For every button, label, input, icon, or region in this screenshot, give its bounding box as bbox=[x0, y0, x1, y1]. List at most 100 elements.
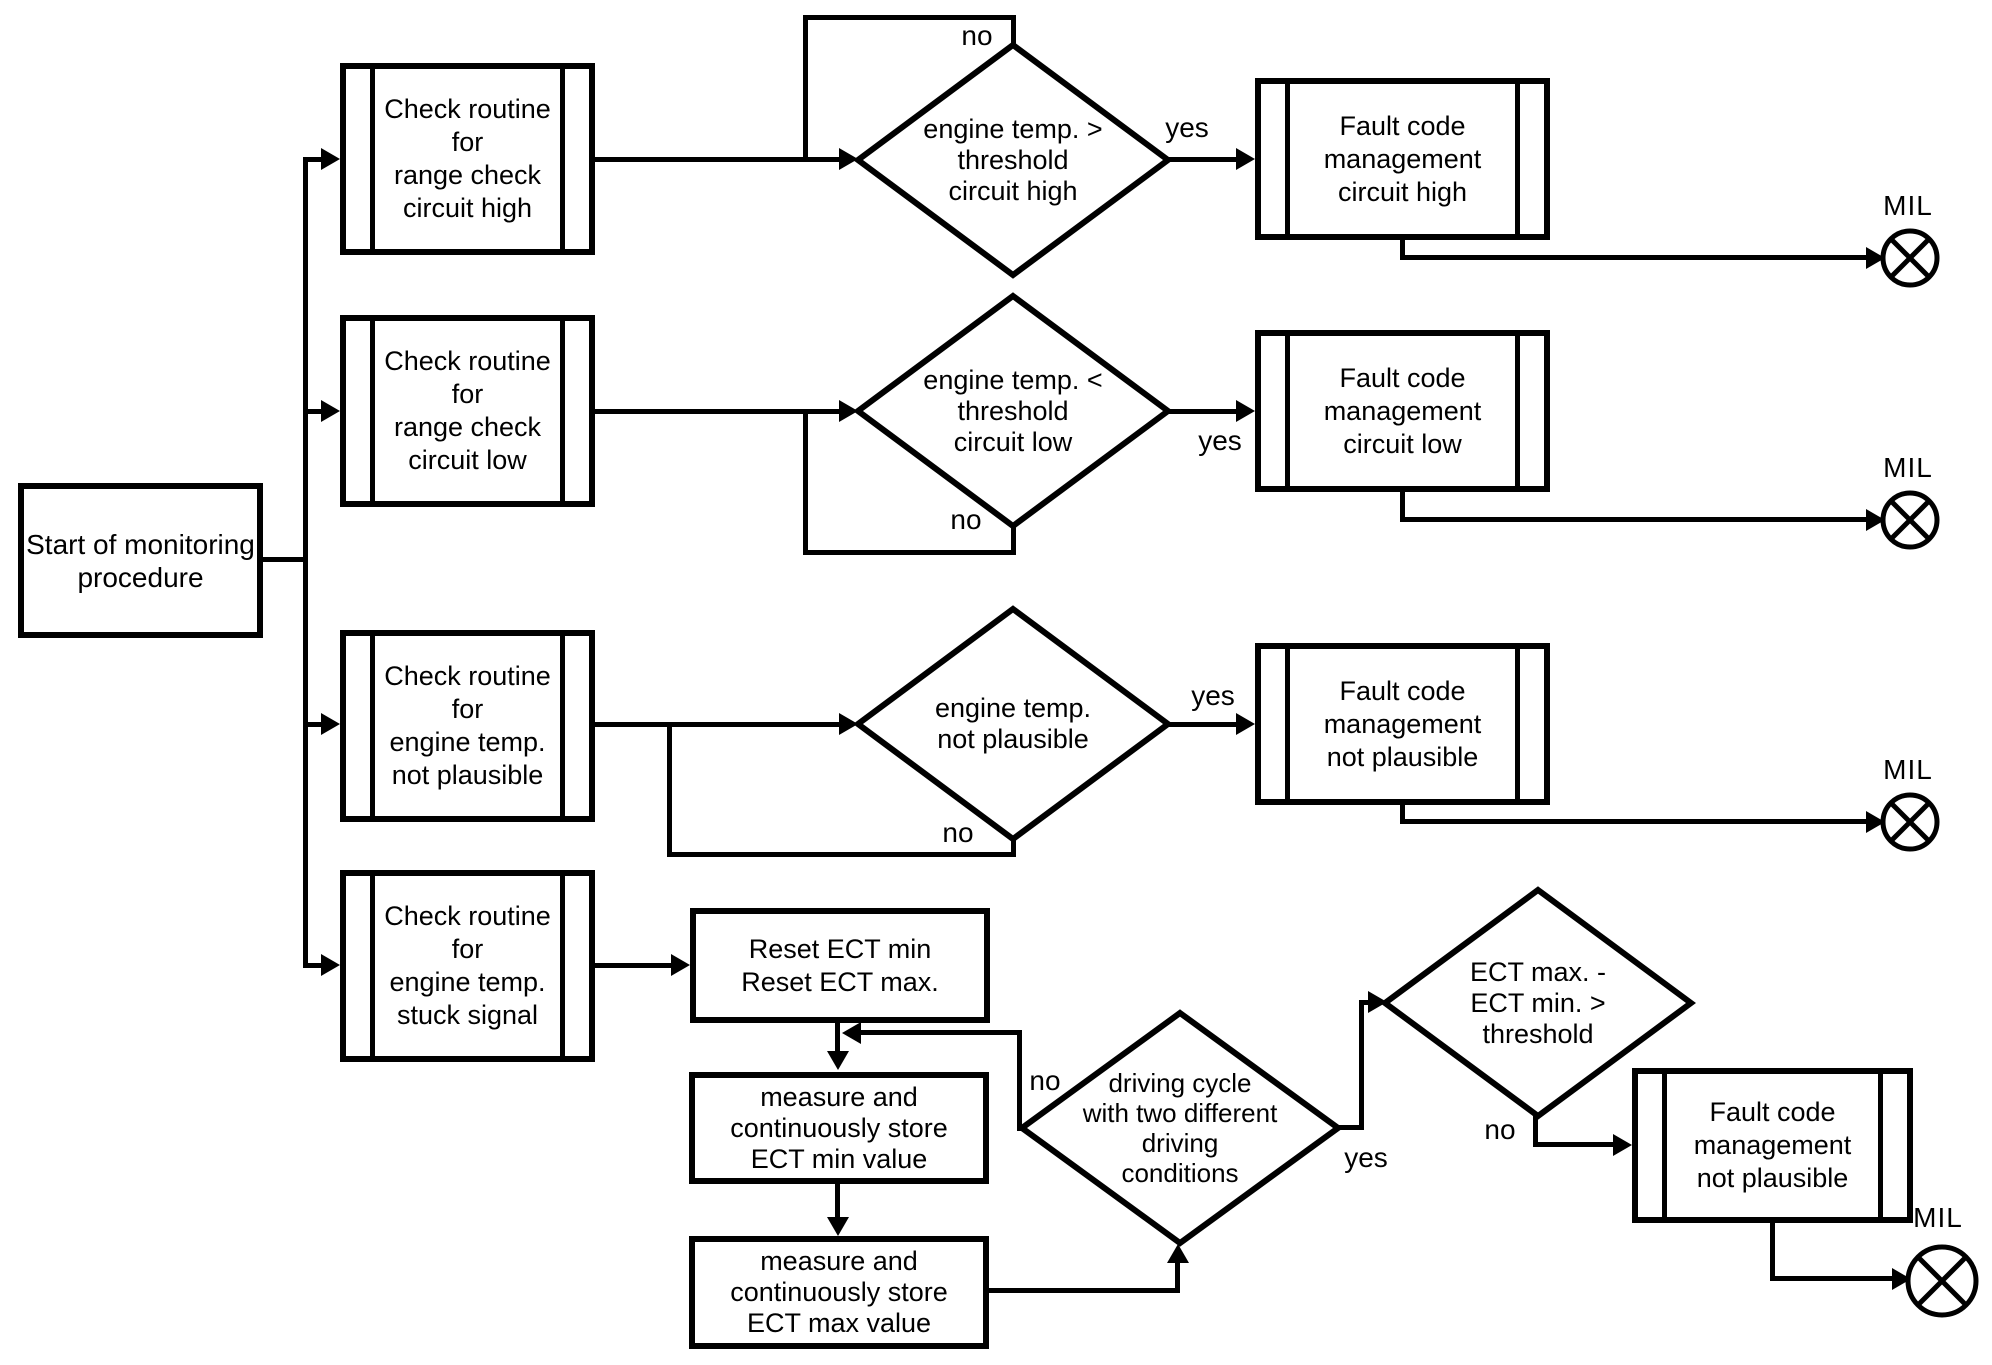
node-label: management bbox=[1323, 143, 1482, 174]
predefined-process-bar bbox=[1285, 336, 1290, 486]
flow-line-no-loop bbox=[803, 409, 808, 555]
fault-code-stuck-not-plausible: Fault code management not plausible bbox=[1632, 1068, 1913, 1223]
node-label: continuously store bbox=[730, 1112, 948, 1143]
node-label: Check routine bbox=[384, 901, 551, 931]
predefined-process-bar bbox=[560, 321, 565, 501]
node-label: Check routine bbox=[384, 346, 551, 376]
node-label: engine temp. bbox=[389, 727, 546, 757]
predefined-process-bar bbox=[1515, 84, 1520, 234]
predefined-process-bar bbox=[560, 69, 565, 249]
decision-diamond-ect-threshold bbox=[1380, 886, 1696, 1120]
flow-line-no-loop bbox=[667, 722, 672, 857]
flow-line-no-return bbox=[861, 1030, 1022, 1035]
flow-line bbox=[989, 1288, 1180, 1293]
flow-line bbox=[1168, 409, 1239, 414]
check-routine-stuck-signal: Check routine for engine temp. stuck sig… bbox=[340, 870, 595, 1062]
node-label: for bbox=[451, 127, 484, 157]
flow-line bbox=[1400, 255, 1869, 260]
node-label: not plausible bbox=[1696, 1163, 1849, 1193]
predefined-process-bar bbox=[1662, 1074, 1667, 1217]
node-label: not plausible bbox=[1326, 741, 1479, 772]
check-routine-circuit-low: Check routine for range check circuit lo… bbox=[340, 315, 595, 507]
mil-label: MIL bbox=[1883, 190, 1933, 221]
flow-line-no-loop bbox=[803, 550, 1016, 555]
flow-line bbox=[1770, 1223, 1775, 1281]
flow-line-no-loop bbox=[803, 15, 808, 162]
node-label: ECT min value bbox=[750, 1143, 928, 1174]
mil-indicator-icon bbox=[1880, 792, 1940, 852]
flow-line bbox=[835, 1184, 840, 1218]
node-label: circuit low bbox=[408, 445, 527, 475]
branch-label-yes: yes bbox=[1344, 1142, 1388, 1173]
node-label: range check bbox=[393, 412, 542, 442]
arrow-head bbox=[1236, 713, 1255, 735]
flow-line bbox=[303, 963, 325, 968]
node-label: engine temp. bbox=[389, 967, 546, 997]
node-label: management bbox=[1323, 395, 1482, 426]
measure-ect-max-node: measure and continuously store ECT max v… bbox=[689, 1236, 989, 1349]
flow-line bbox=[595, 157, 841, 162]
flow-line bbox=[1400, 805, 1405, 824]
mil-indicator-icon bbox=[1905, 1244, 1979, 1318]
node-label: for bbox=[451, 934, 484, 964]
mil-label: MIL bbox=[1883, 452, 1933, 483]
node-label: measure and bbox=[760, 1081, 918, 1112]
node-label: range check bbox=[393, 160, 542, 190]
node-label: circuit low bbox=[1343, 428, 1462, 459]
flow-line bbox=[835, 1023, 840, 1052]
node-label: management bbox=[1323, 708, 1482, 739]
predefined-process-bar bbox=[370, 321, 375, 501]
node-label: Reset ECT min bbox=[748, 933, 932, 964]
predefined-process-bar bbox=[1515, 649, 1520, 799]
node-label: management bbox=[1693, 1130, 1852, 1160]
node-label: Fault code bbox=[1709, 1097, 1836, 1127]
arrow-head bbox=[321, 713, 340, 735]
decision-diamond-driving-cycle bbox=[1017, 1009, 1343, 1247]
fault-code-not-plausible: Fault code management not plausible bbox=[1255, 643, 1550, 805]
flow-line bbox=[595, 409, 841, 414]
flow-line bbox=[258, 557, 308, 562]
node-label: not plausible bbox=[391, 760, 544, 790]
check-routine-not-plausible: Check routine for engine temp. not plaus… bbox=[340, 630, 595, 822]
flow-line-trunk bbox=[303, 157, 308, 968]
flow-line bbox=[1175, 1262, 1180, 1293]
mil-indicator-icon bbox=[1880, 490, 1940, 550]
node-label: stuck signal bbox=[396, 1000, 539, 1030]
node-label: Fault code bbox=[1339, 110, 1466, 141]
branch-label-yes: yes bbox=[1191, 680, 1235, 711]
flow-line-no bbox=[1533, 1142, 1616, 1147]
node-label: measure and bbox=[760, 1246, 918, 1276]
flow-line bbox=[1168, 157, 1239, 162]
start-node: Start of monitoring procedure bbox=[18, 483, 263, 638]
flow-line bbox=[1400, 492, 1405, 522]
flow-line bbox=[1400, 238, 1405, 260]
flow-line-yes bbox=[1359, 1003, 1364, 1130]
flow-line bbox=[1168, 722, 1239, 727]
arrow-head bbox=[827, 1051, 849, 1070]
flow-line bbox=[303, 722, 325, 727]
flow-line bbox=[1400, 517, 1869, 522]
predefined-process-bar bbox=[1878, 1074, 1883, 1217]
arrow-head bbox=[827, 1217, 849, 1236]
predefined-process-bar bbox=[370, 69, 375, 249]
decision-diamond-circuit-high bbox=[853, 41, 1173, 279]
flow-line bbox=[595, 722, 841, 727]
predefined-process-bar bbox=[370, 636, 375, 816]
predefined-process-bar bbox=[1515, 336, 1520, 486]
arrow-head bbox=[842, 1022, 861, 1044]
predefined-process-bar bbox=[560, 876, 565, 1056]
flow-line bbox=[595, 963, 674, 968]
measure-ect-min-node: measure and continuously store ECT min v… bbox=[689, 1072, 989, 1184]
arrow-head bbox=[321, 400, 340, 422]
branch-label-yes: yes bbox=[1198, 425, 1242, 456]
arrow-head bbox=[1236, 148, 1255, 170]
decision-diamond-circuit-low bbox=[853, 292, 1173, 530]
fault-code-circuit-low: Fault code management circuit low bbox=[1255, 330, 1550, 492]
node-label: circuit high bbox=[1337, 176, 1468, 207]
predefined-process-bar bbox=[560, 636, 565, 816]
node-label: Fault code bbox=[1339, 675, 1466, 706]
start-label: Start of monitoring bbox=[26, 528, 255, 560]
mil-indicator-icon bbox=[1880, 228, 1940, 288]
arrow-head bbox=[321, 148, 340, 170]
